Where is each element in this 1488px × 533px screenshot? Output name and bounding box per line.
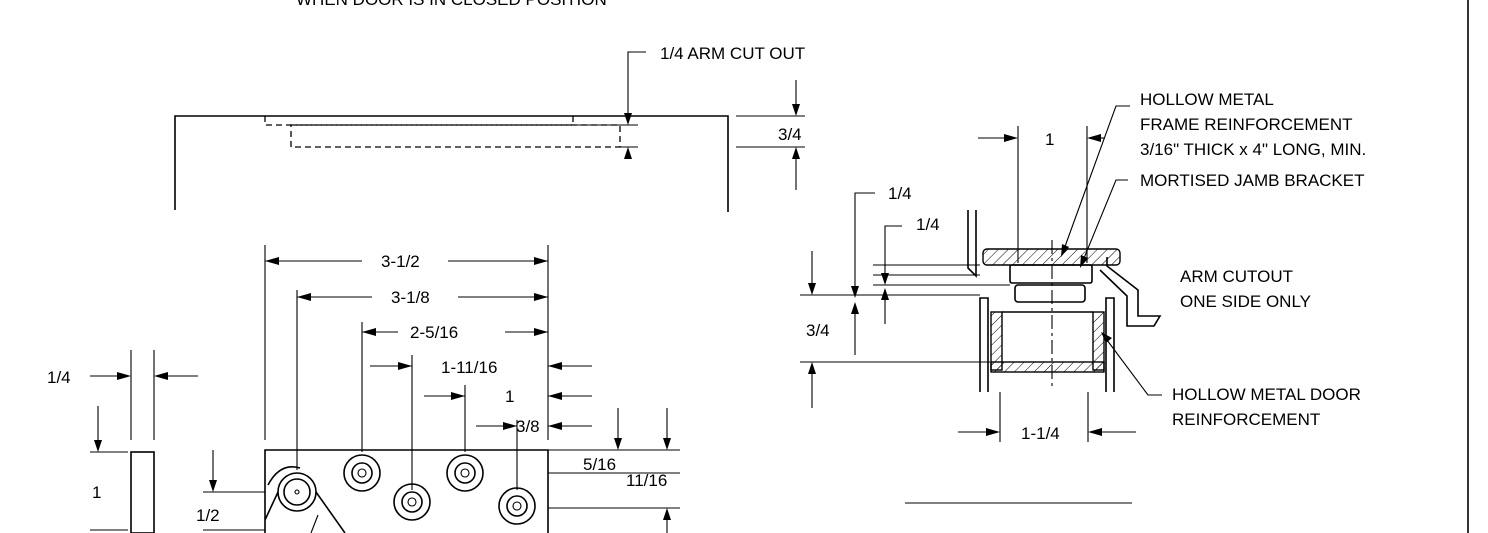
top-note: WHEN DOOR IS IN CLOSED POSITION: [296, 0, 607, 9]
hole-3: [446, 454, 484, 492]
frame-reinforcement-line-1: HOLLOW METAL: [1140, 90, 1274, 109]
dim-1-right: 1: [1045, 130, 1054, 149]
plate-side-view: 1/4 1: [47, 350, 198, 533]
arm-cut-out-label: 1/4 ARM CUT OUT: [660, 44, 805, 63]
door-reinforcement-line-2: REINFORCEMENT: [1172, 410, 1320, 429]
frame-plan-view: 1/4 ARM CUT OUT 3/4: [174, 44, 805, 212]
dim-1-4-left: 1/4: [47, 368, 71, 387]
jamb-bracket-label: MORTISED JAMB BRACKET: [1140, 171, 1365, 190]
hole-4: [498, 487, 536, 525]
dim-3-4-right: 3/4: [806, 321, 830, 340]
dim-2-5-16: 2-5/16: [410, 323, 458, 342]
arm-cutout-line-2: ONE SIDE ONLY: [1180, 292, 1311, 311]
dim-5-16: 5/16: [583, 455, 616, 474]
dim-1-11-16: 1-11/16: [441, 358, 497, 377]
dim-3-1-8: 3-1/8: [391, 288, 430, 307]
frame-reinforcement-line-2: FRAME REINFORCEMENT: [1140, 115, 1353, 134]
plate-front-view: 3-1/2 3-1/8 2-5/16 1-11/16 1 3/8: [196, 245, 680, 533]
hole-1: [343, 454, 381, 492]
door-reinforcement-line-1: HOLLOW METAL DOOR: [1172, 385, 1361, 404]
section-view: 1 1/4 1/4 3/4 1-1/4: [800, 90, 1366, 504]
dim-1-4-a: 1/4: [888, 184, 912, 203]
frame-reinforcement-line-3: 3/16" THICK x 4" LONG, MIN.: [1140, 140, 1366, 159]
arm-cutout-line-1: ARM CUTOUT: [1180, 267, 1293, 286]
dim-1-1-4: 1-1/4: [1021, 424, 1060, 443]
hole-2: [393, 483, 431, 521]
dim-1-left: 1: [92, 483, 101, 502]
dim-1-4-b: 1/4: [916, 215, 940, 234]
dim-3-8: 3/8: [516, 417, 540, 436]
dim-3-1-2: 3-1/2: [381, 252, 420, 271]
dim-11-16: 11/16: [626, 471, 667, 490]
dim-1-mid: 1: [505, 387, 514, 406]
dim-1-2: 1/2: [196, 506, 220, 525]
dim-3-4-top: 3/4: [778, 125, 802, 144]
